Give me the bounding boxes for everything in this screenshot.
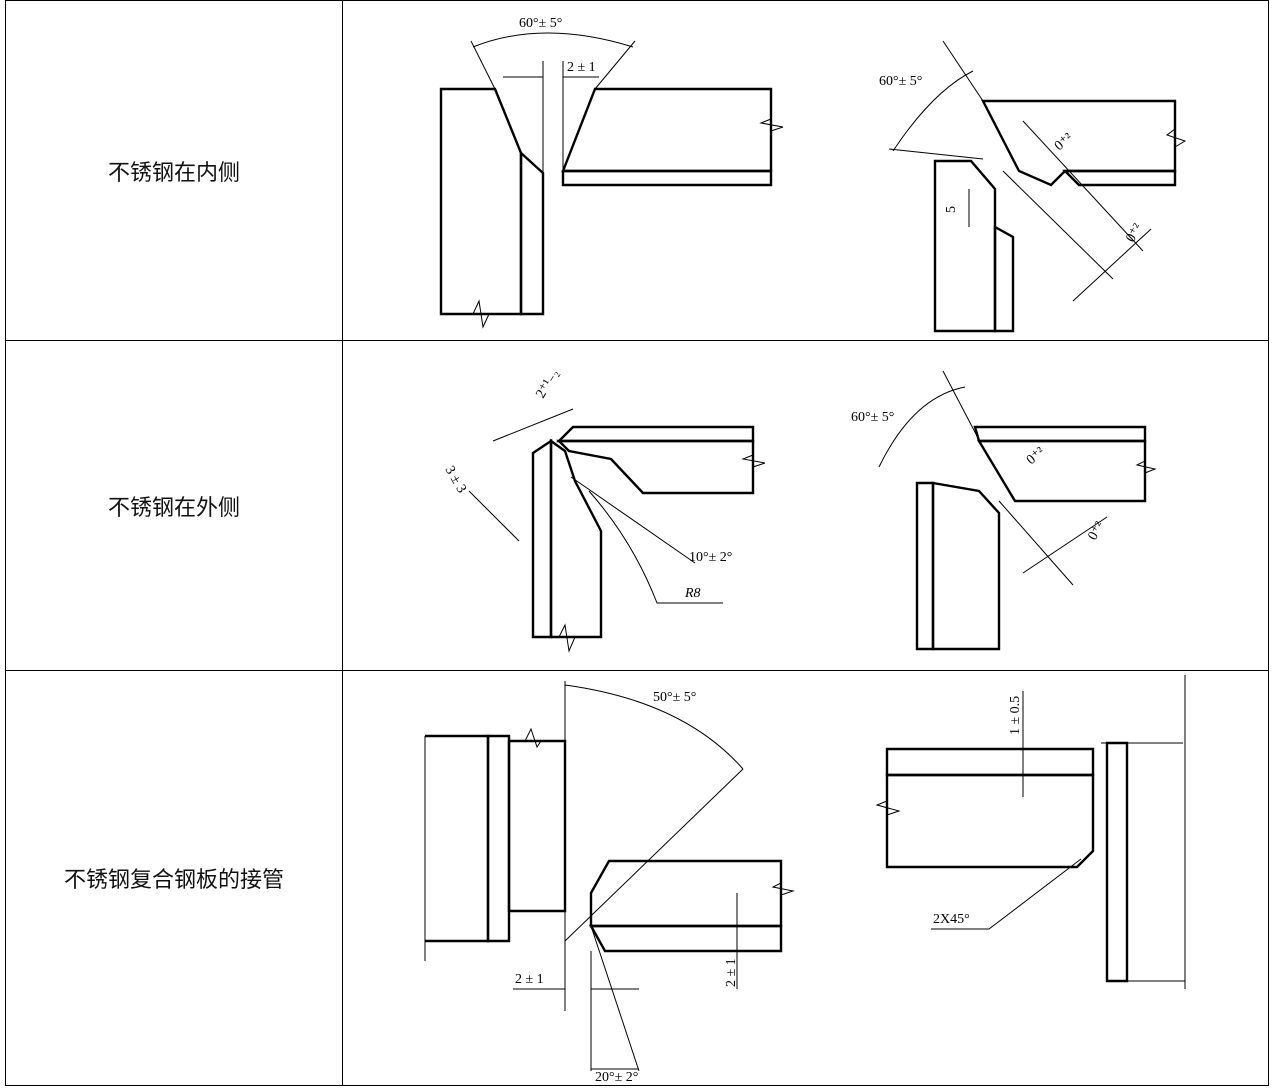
clad-lower: [993, 224, 1015, 333]
bevel-angle-dimension: 10°± 2°: [689, 550, 732, 565]
tolerance-dimension: 0⁺²: [1123, 221, 1145, 245]
row-label-outer: 不锈钢在外侧: [5, 340, 343, 671]
horizontal-plate: [589, 859, 783, 928]
row-label-nozzle: 不锈钢复合钢板的接管: [5, 670, 343, 1086]
clad-layer-horizontal: [561, 169, 773, 187]
lower-plate: [931, 481, 1001, 651]
table-row: 不锈钢复合钢板的接管 50°± 5° 2 ± 1: [5, 670, 1269, 1086]
clad-lower: [915, 481, 935, 651]
clad-layer-vertical: [531, 438, 553, 639]
clad-nozzle: [1105, 741, 1129, 983]
clad-layer-horizontal: [588, 924, 783, 953]
radius-dimension: R8: [684, 586, 701, 601]
chamfer-dimension: 2X45°: [933, 912, 970, 927]
clad-layer-vertical: [519, 150, 545, 316]
horizontal-plate: [561, 87, 773, 173]
angle-dimension: 60°± 5°: [879, 74, 922, 89]
figure-cell-nozzle: 50°± 5° 2 ± 1 20°± 2° 2 ± 1: [342, 670, 1269, 1086]
offset-dimension: 5: [944, 206, 959, 213]
table-row: 不锈钢在内侧: [5, 0, 1269, 341]
top-plate: [976, 439, 1147, 503]
break-line: [759, 89, 784, 185]
clad-layer-horizontal: [885, 747, 1095, 777]
gap-dimension: 2 ± 1: [567, 60, 596, 75]
clad-layer-vertical: [486, 734, 511, 943]
tolerance-dimension: 0⁺²: [1052, 131, 1076, 154]
joint-diagram-inner: 60°± 5° 2 ± 1 60°± 5° 5: [439, 16, 1187, 333]
nozzle-wall: [425, 734, 490, 943]
top-plate: [981, 99, 1177, 187]
table-row: 不锈钢在外侧 2⁺¹₋₂ 3 ± 3 10°± 2° R8: [5, 340, 1269, 671]
clad-layer-horizontal: [556, 425, 755, 443]
figure-cell-inner: 60°± 5° 2 ± 1 60°± 5° 5: [342, 0, 1269, 341]
weld-joint-table: 不锈钢在内侧: [5, 0, 1269, 1086]
angle-dimension: 60°± 5°: [519, 16, 562, 31]
clad-top: [973, 425, 1147, 443]
angle-dimension: 50°± 5°: [653, 690, 696, 705]
joint-diagram-outer: 2⁺¹₋₂ 3 ± 3 10°± 2° R8 60°± 5°: [442, 367, 1157, 653]
joint-diagram-nozzle: 50°± 5° 2 ± 1 20°± 2° 2 ± 1: [424, 675, 1186, 1085]
lower-plate: [933, 159, 997, 333]
row-label-inner: 不锈钢在内侧: [5, 0, 343, 341]
gap-dimension: 2 ± 1: [515, 972, 544, 987]
root-dimension: 3 ± 3: [442, 464, 469, 496]
figure-cell-outer: 2⁺¹₋₂ 3 ± 3 10°± 2° R8 60°± 5°: [342, 340, 1269, 671]
step-dimension: 1 ± 0.5: [1008, 696, 1023, 735]
tolerance-dimension: 0⁺²: [1024, 445, 1048, 468]
clad-dimension: 2 ± 1: [724, 958, 739, 987]
nozzle-plate: [507, 739, 567, 913]
gap-dimension: 2⁺¹₋₂: [533, 367, 561, 401]
horizontal-plate: [556, 439, 755, 495]
break-line: [443, 299, 543, 329]
vertical-plate: [439, 87, 523, 316]
clad-top: [1062, 169, 1177, 187]
horizontal-plate: [885, 773, 1095, 869]
root-angle-dimension: 20°± 2°: [595, 1070, 638, 1085]
vertical-plate: [549, 438, 603, 639]
angle-dimension: 60°± 5°: [851, 410, 894, 425]
tolerance-dimension: 0⁺²: [1085, 519, 1107, 543]
